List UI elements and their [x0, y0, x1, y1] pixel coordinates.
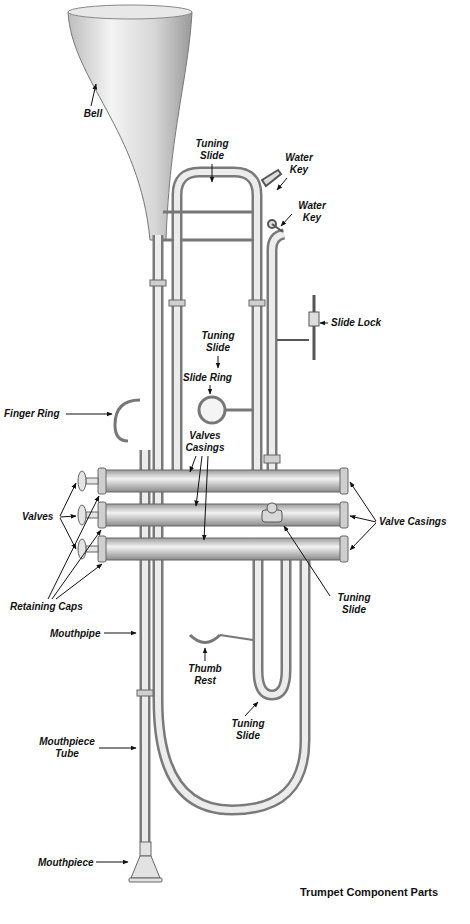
part-label: Thumb Rest	[184, 663, 226, 687]
part-label: Water Key	[292, 200, 332, 224]
part-label: Slide Ring	[183, 372, 239, 384]
valve-buttons	[78, 471, 98, 559]
part-label: Finger Ring	[4, 408, 66, 420]
part-label: Retaining Caps	[10, 601, 94, 613]
slide-ring	[199, 397, 225, 423]
slide-braces	[163, 212, 252, 240]
part-label: Tuning Slide	[196, 330, 240, 354]
bell-rim	[68, 5, 192, 19]
thumb-rest	[190, 635, 220, 643]
valve-casings	[100, 470, 345, 560]
part-label: Mouthpiece	[38, 857, 98, 869]
part-label: Water Key	[279, 152, 319, 176]
leader-arrows	[48, 84, 376, 862]
part-label: Tuning Slide	[332, 592, 376, 616]
retaining-caps	[98, 468, 348, 562]
first-slide-fitting	[262, 503, 282, 522]
mouthpiece	[129, 842, 162, 882]
finger-ring	[115, 400, 140, 441]
part-label: Valves Casings	[182, 430, 228, 454]
part-label: Tuning Slide	[190, 138, 234, 162]
part-label: Mouthpiece Tube	[36, 736, 98, 760]
figure-caption: Trumpet Component Parts	[300, 886, 438, 899]
part-label: Valves	[22, 511, 62, 523]
part-label: Valve Casings	[379, 516, 459, 528]
slide-lock	[277, 295, 319, 360]
part-label: Mouthpipe	[50, 628, 106, 640]
part-label: Tuning Slide	[226, 718, 270, 742]
part-label: Slide Lock	[331, 317, 391, 329]
part-label: Bell	[78, 108, 108, 120]
water-key	[262, 170, 283, 232]
